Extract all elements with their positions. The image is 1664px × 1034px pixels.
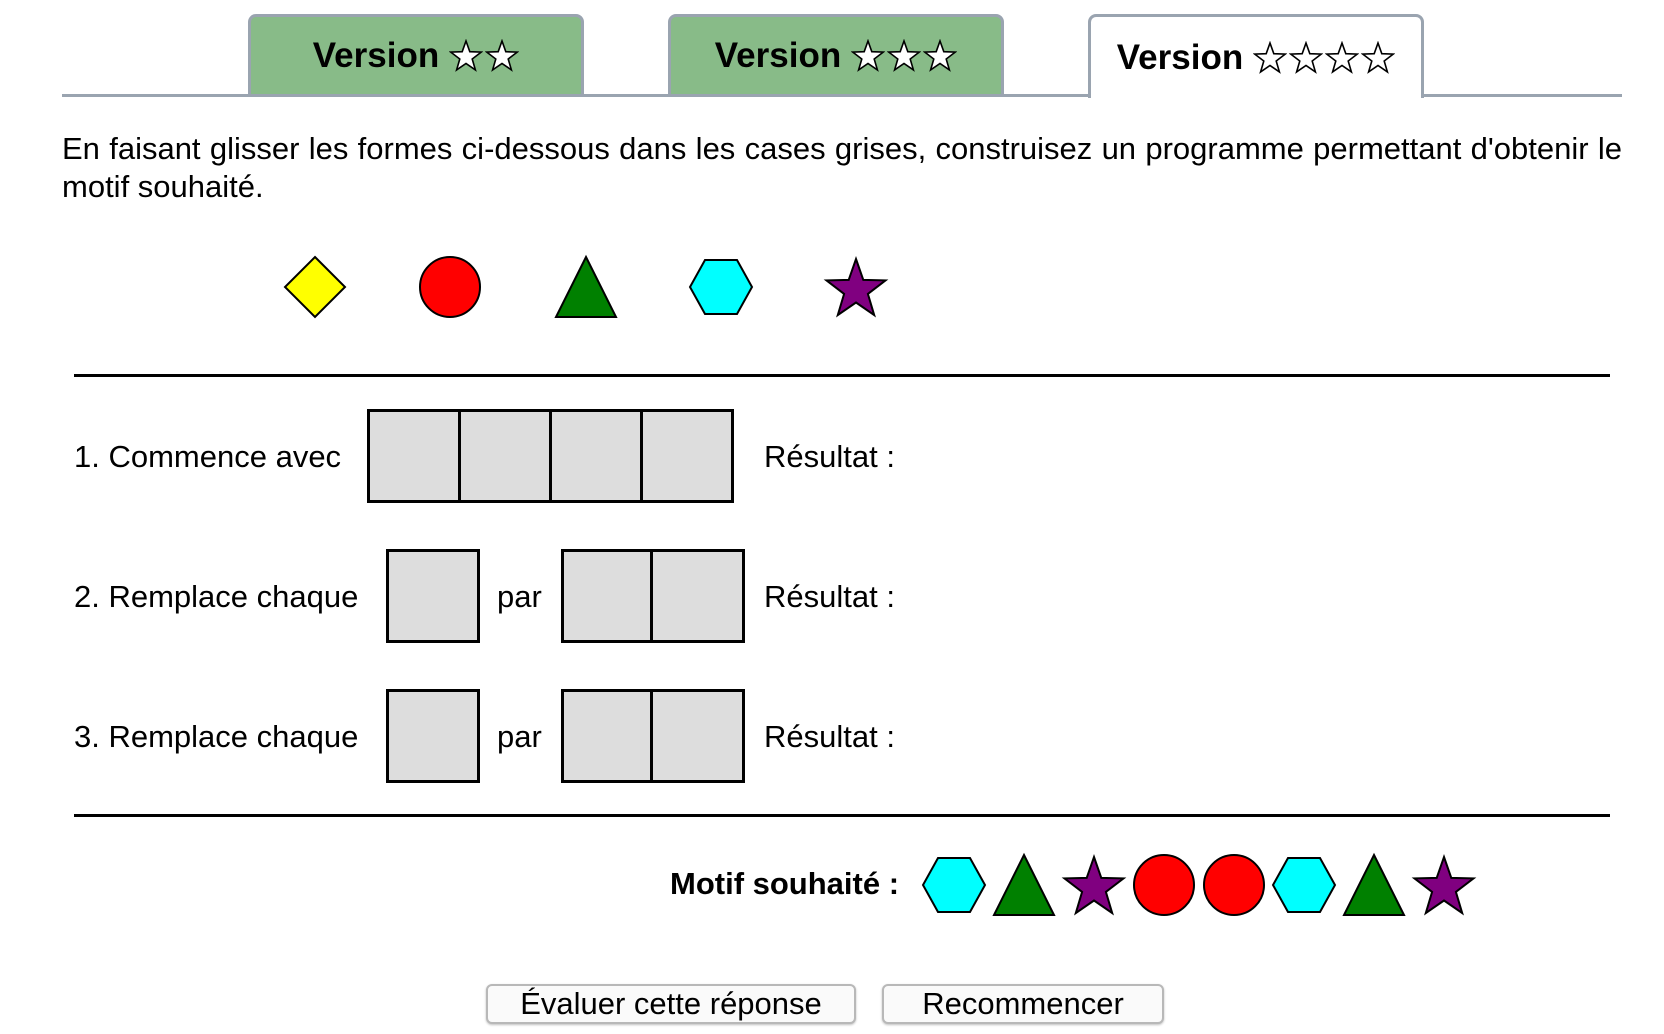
hexagon-icon: [688, 259, 754, 315]
step1-result-label: Résultat :: [764, 439, 895, 474]
step2-par-label: par: [497, 579, 542, 614]
step2-source-slot[interactable]: [386, 549, 480, 643]
triangle-icon: [554, 254, 618, 318]
step1-slot-1[interactable]: [367, 409, 461, 503]
step1-slot-3[interactable]: [552, 409, 643, 503]
diamond-icon: [283, 255, 347, 319]
star-icon: [1411, 853, 1477, 916]
star-outline-icon: [1325, 40, 1360, 74]
step3-target-slot-1[interactable]: [561, 689, 653, 783]
motif-shape-3: [1061, 852, 1127, 918]
evaluate-button[interactable]: Évaluer cette réponse: [486, 984, 856, 1024]
step2-target-slot-1[interactable]: [561, 549, 653, 643]
step3-source-slot[interactable]: [386, 689, 480, 783]
step3-label: 3. Remplace chaque: [74, 719, 359, 754]
motif-label: Motif souhaité :: [670, 866, 900, 901]
motif-shape-5: [1201, 852, 1267, 918]
stars-rating: [449, 38, 520, 73]
step3-target-slot-2[interactable]: [653, 689, 745, 783]
star-icon: [1061, 853, 1127, 916]
star-outline-icon: [851, 38, 886, 72]
star-outline-icon: [449, 38, 484, 72]
star-outline-icon: [1253, 40, 1288, 74]
star-outline-icon: [1289, 40, 1324, 74]
tab-label: Version: [312, 35, 440, 75]
star-outline-icon: [485, 38, 520, 72]
tab-version-3-stars[interactable]: Version: [668, 14, 1004, 94]
palette-diamond[interactable]: [282, 254, 348, 320]
step1-slot-4[interactable]: [643, 409, 734, 503]
tab-label: Version: [714, 35, 842, 75]
instructions-text: En faisant glisser les formes ci-dessous…: [62, 131, 1622, 204]
step3-par-label: par: [497, 719, 542, 754]
divider-bottom: [74, 814, 1610, 817]
star-outline-icon: [887, 38, 922, 72]
palette-triangle[interactable]: [553, 254, 619, 320]
palette-hexagon[interactable]: [688, 254, 754, 320]
tab-label: Version: [1116, 37, 1244, 77]
divider-top: [74, 374, 1610, 377]
motif-shape-4: [1131, 852, 1197, 918]
step1-label: 1. Commence avec: [74, 439, 342, 474]
step1-slot-2[interactable]: [461, 409, 552, 503]
motif-shape-7: [1341, 852, 1407, 918]
triangle-icon: [1342, 852, 1406, 916]
step2-label: 2. Remplace chaque: [74, 579, 359, 614]
triangle-icon: [992, 852, 1056, 916]
version-tabs: Version Version Version: [62, 0, 1622, 98]
hexagon-icon: [921, 857, 987, 913]
motif-shape-8: [1411, 852, 1477, 918]
tab-underline: [62, 94, 1622, 97]
star-outline-icon: [1361, 40, 1396, 74]
palette-star[interactable]: [823, 254, 889, 320]
motif-shape-1: [921, 852, 987, 918]
tab-version-2-stars[interactable]: Version: [248, 14, 584, 94]
circle-icon: [419, 256, 481, 318]
step2-target-slot-2[interactable]: [653, 549, 745, 643]
motif-shape-6: [1271, 852, 1337, 918]
stars-rating: [851, 38, 958, 73]
tab-version-4-stars[interactable]: Version: [1088, 14, 1424, 98]
circle-icon: [1133, 854, 1195, 916]
motif-shape-2: [991, 852, 1057, 918]
stars-rating: [1253, 40, 1396, 75]
palette-circle[interactable]: [417, 254, 483, 320]
step3-result-label: Résultat :: [764, 719, 895, 754]
step2-result-label: Résultat :: [764, 579, 895, 614]
hexagon-icon: [1271, 857, 1337, 913]
circle-icon: [1203, 854, 1265, 916]
star-outline-icon: [923, 38, 958, 72]
restart-button[interactable]: Recommencer: [882, 984, 1164, 1024]
star-icon: [823, 255, 889, 318]
